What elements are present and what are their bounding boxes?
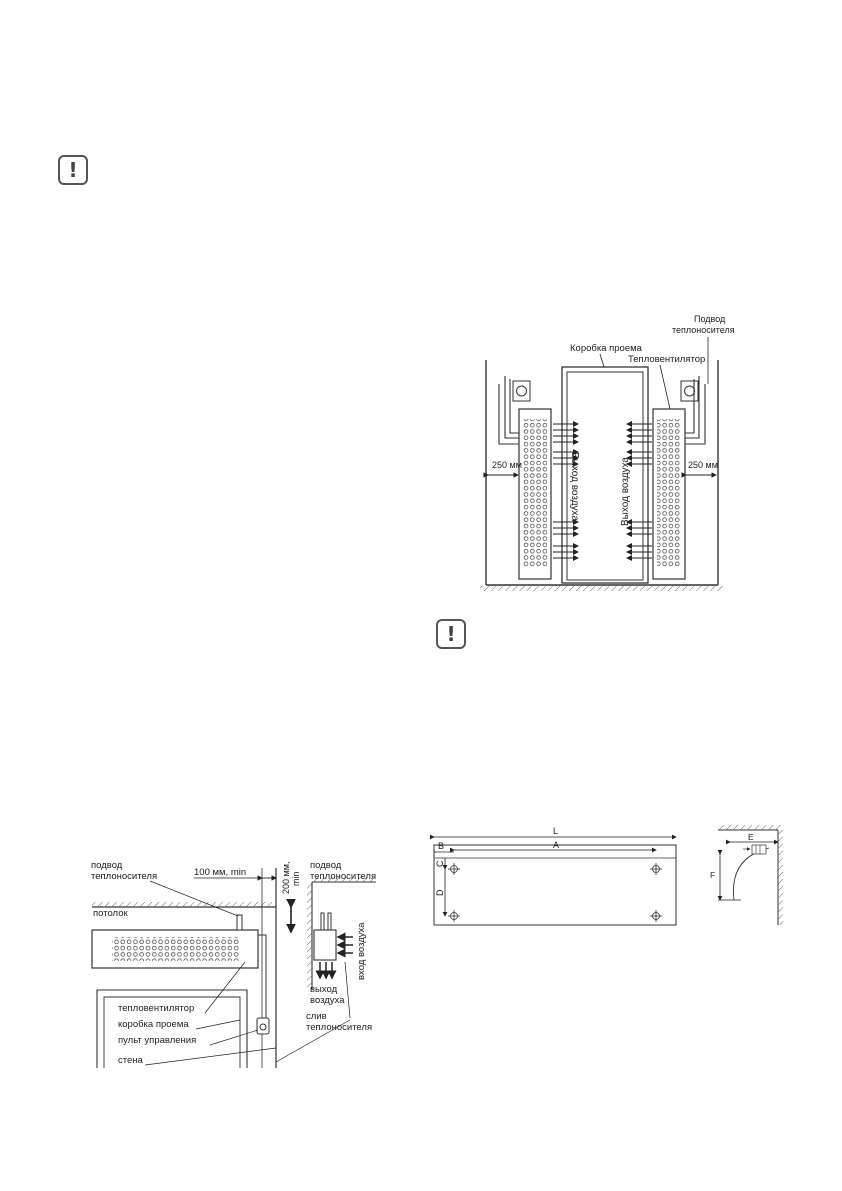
dim-B: B [438,841,444,851]
gap-right-label: 250 мм [688,460,718,470]
drain-line1: слив [306,1011,327,1022]
gap-left-label: 250 мм [492,460,522,470]
air-in-label: вход воздуха [356,922,367,980]
wall-label: стена [118,1055,144,1066]
airflow-arrows-left [553,421,579,561]
remote-label: пульт управления [118,1035,196,1046]
warning-icon: ! [436,619,466,649]
dim-F: F [710,870,715,880]
gap-100-label: 100 мм, min [194,867,246,878]
dim-D: D [435,889,445,896]
supply-right-line1: подвод [310,860,342,871]
supply-label-line2: теплоносителя [672,325,735,335]
mounting-plate [433,844,677,926]
heater-right-grille [657,419,681,567]
heater-side-view [313,929,337,961]
dim-L: L [553,826,558,836]
air-out-line2: воздуха [310,995,345,1006]
heater-label: тепловентилятор [118,1003,194,1014]
ceiling-hatch [92,902,276,907]
door-box-inner [566,371,644,581]
door-box [561,366,649,584]
door-frame [96,989,248,1068]
supply-left-line2: теплоносителя [91,871,157,882]
airflow-arrows-right [626,421,652,561]
box-label: Коробка проема [570,343,643,354]
air-out-line1: выход [310,984,338,995]
remote-control [256,1017,270,1035]
air-out-right-label: Выход воздуха [620,457,631,526]
dim-C: C [435,860,445,867]
mounting-holes [448,863,662,922]
supply-label-line1: Подвод [694,314,726,324]
heater-left-grille [523,419,547,567]
air-out-left-label: Выход воздуха [569,452,580,521]
drain-line2: теплоносителя [306,1022,372,1033]
connector-left [498,376,531,445]
dim-A: A [553,840,559,850]
box-label: коробка проема [118,1019,189,1030]
supply-right-line2: теплоносителя [310,871,376,882]
ceiling-label: потолок [93,908,128,919]
connector-right [680,376,706,445]
gap-200-label-line2: min [291,871,301,886]
heater-label: Тепловентилятор [628,354,705,365]
supply-left-line1: подвод [91,860,123,871]
warning-icon: ! [58,155,88,185]
heater-unit-grille [112,937,240,961]
gap-200-label-line1: 200 мм, [281,862,291,894]
door-swing-arc [732,847,770,901]
dim-E: E [748,832,754,842]
